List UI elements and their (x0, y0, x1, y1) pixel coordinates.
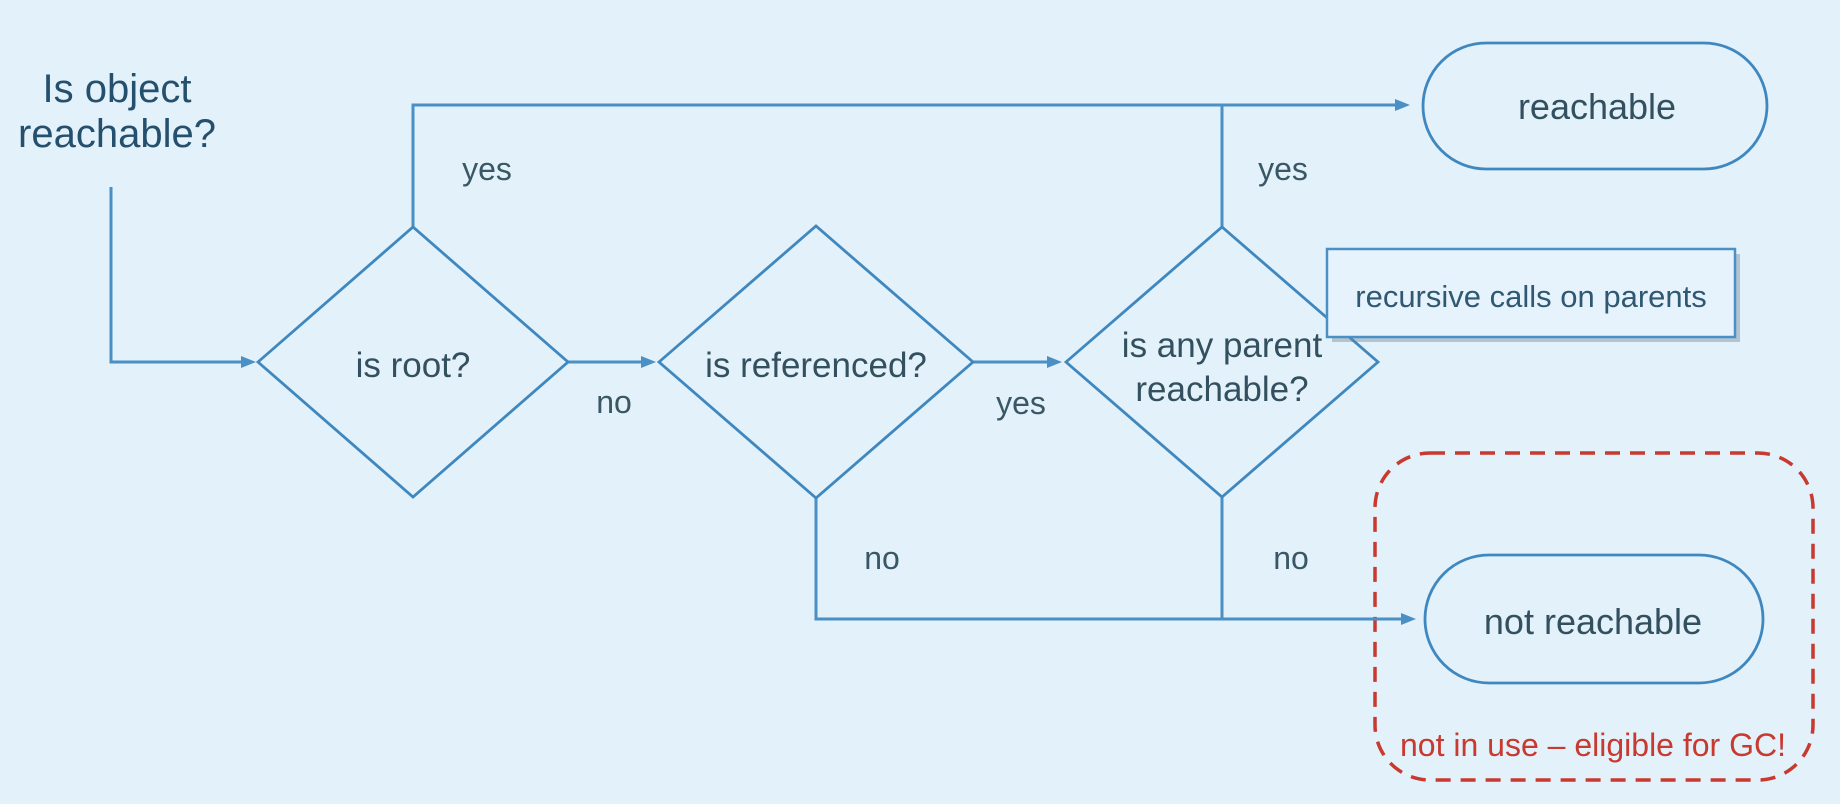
edge-label-is-referenced-yes: yes (996, 385, 1046, 421)
gc-note-label: not in use – eligible for GC! (1400, 727, 1786, 763)
edge-yes-to-reachable (411, 99, 1410, 227)
is-any-parent-label-line1: is any parent (1122, 326, 1323, 365)
edge-start-to-is-root (109, 187, 256, 368)
is-any-parent-label-line2: reachable? (1135, 370, 1308, 409)
terminal-not-reachable (1423, 553, 1765, 685)
edge-label-is-root-yes: yes (462, 151, 512, 187)
edge-label-is-any-parent-yes: yes (1258, 151, 1308, 187)
reachable-label: reachable (1518, 86, 1676, 127)
is-referenced-label: is referenced? (705, 346, 927, 385)
gc-eligible-region (1373, 451, 1815, 782)
decision-is-any-parent-reachable (1063, 225, 1381, 499)
terminal-reachable (1421, 41, 1769, 171)
recursive-note-label: recursive calls on parents (1355, 279, 1707, 314)
recursive-note-box (1325, 247, 1737, 339)
edge-label-is-any-parent-no: no (1273, 540, 1309, 576)
is-root-label: is root? (356, 346, 471, 385)
start-label-line1: Is object (43, 67, 192, 111)
edge-label-is-root-no: no (596, 384, 632, 420)
decision-is-root (255, 225, 571, 499)
edge-no-to-not-reachable (814, 498, 1416, 625)
not-reachable-label: not reachable (1484, 601, 1702, 642)
decision-is-referenced (656, 224, 976, 500)
edge-label-is-referenced-no: no (864, 540, 900, 576)
start-label-line2: reachable? (18, 112, 216, 156)
